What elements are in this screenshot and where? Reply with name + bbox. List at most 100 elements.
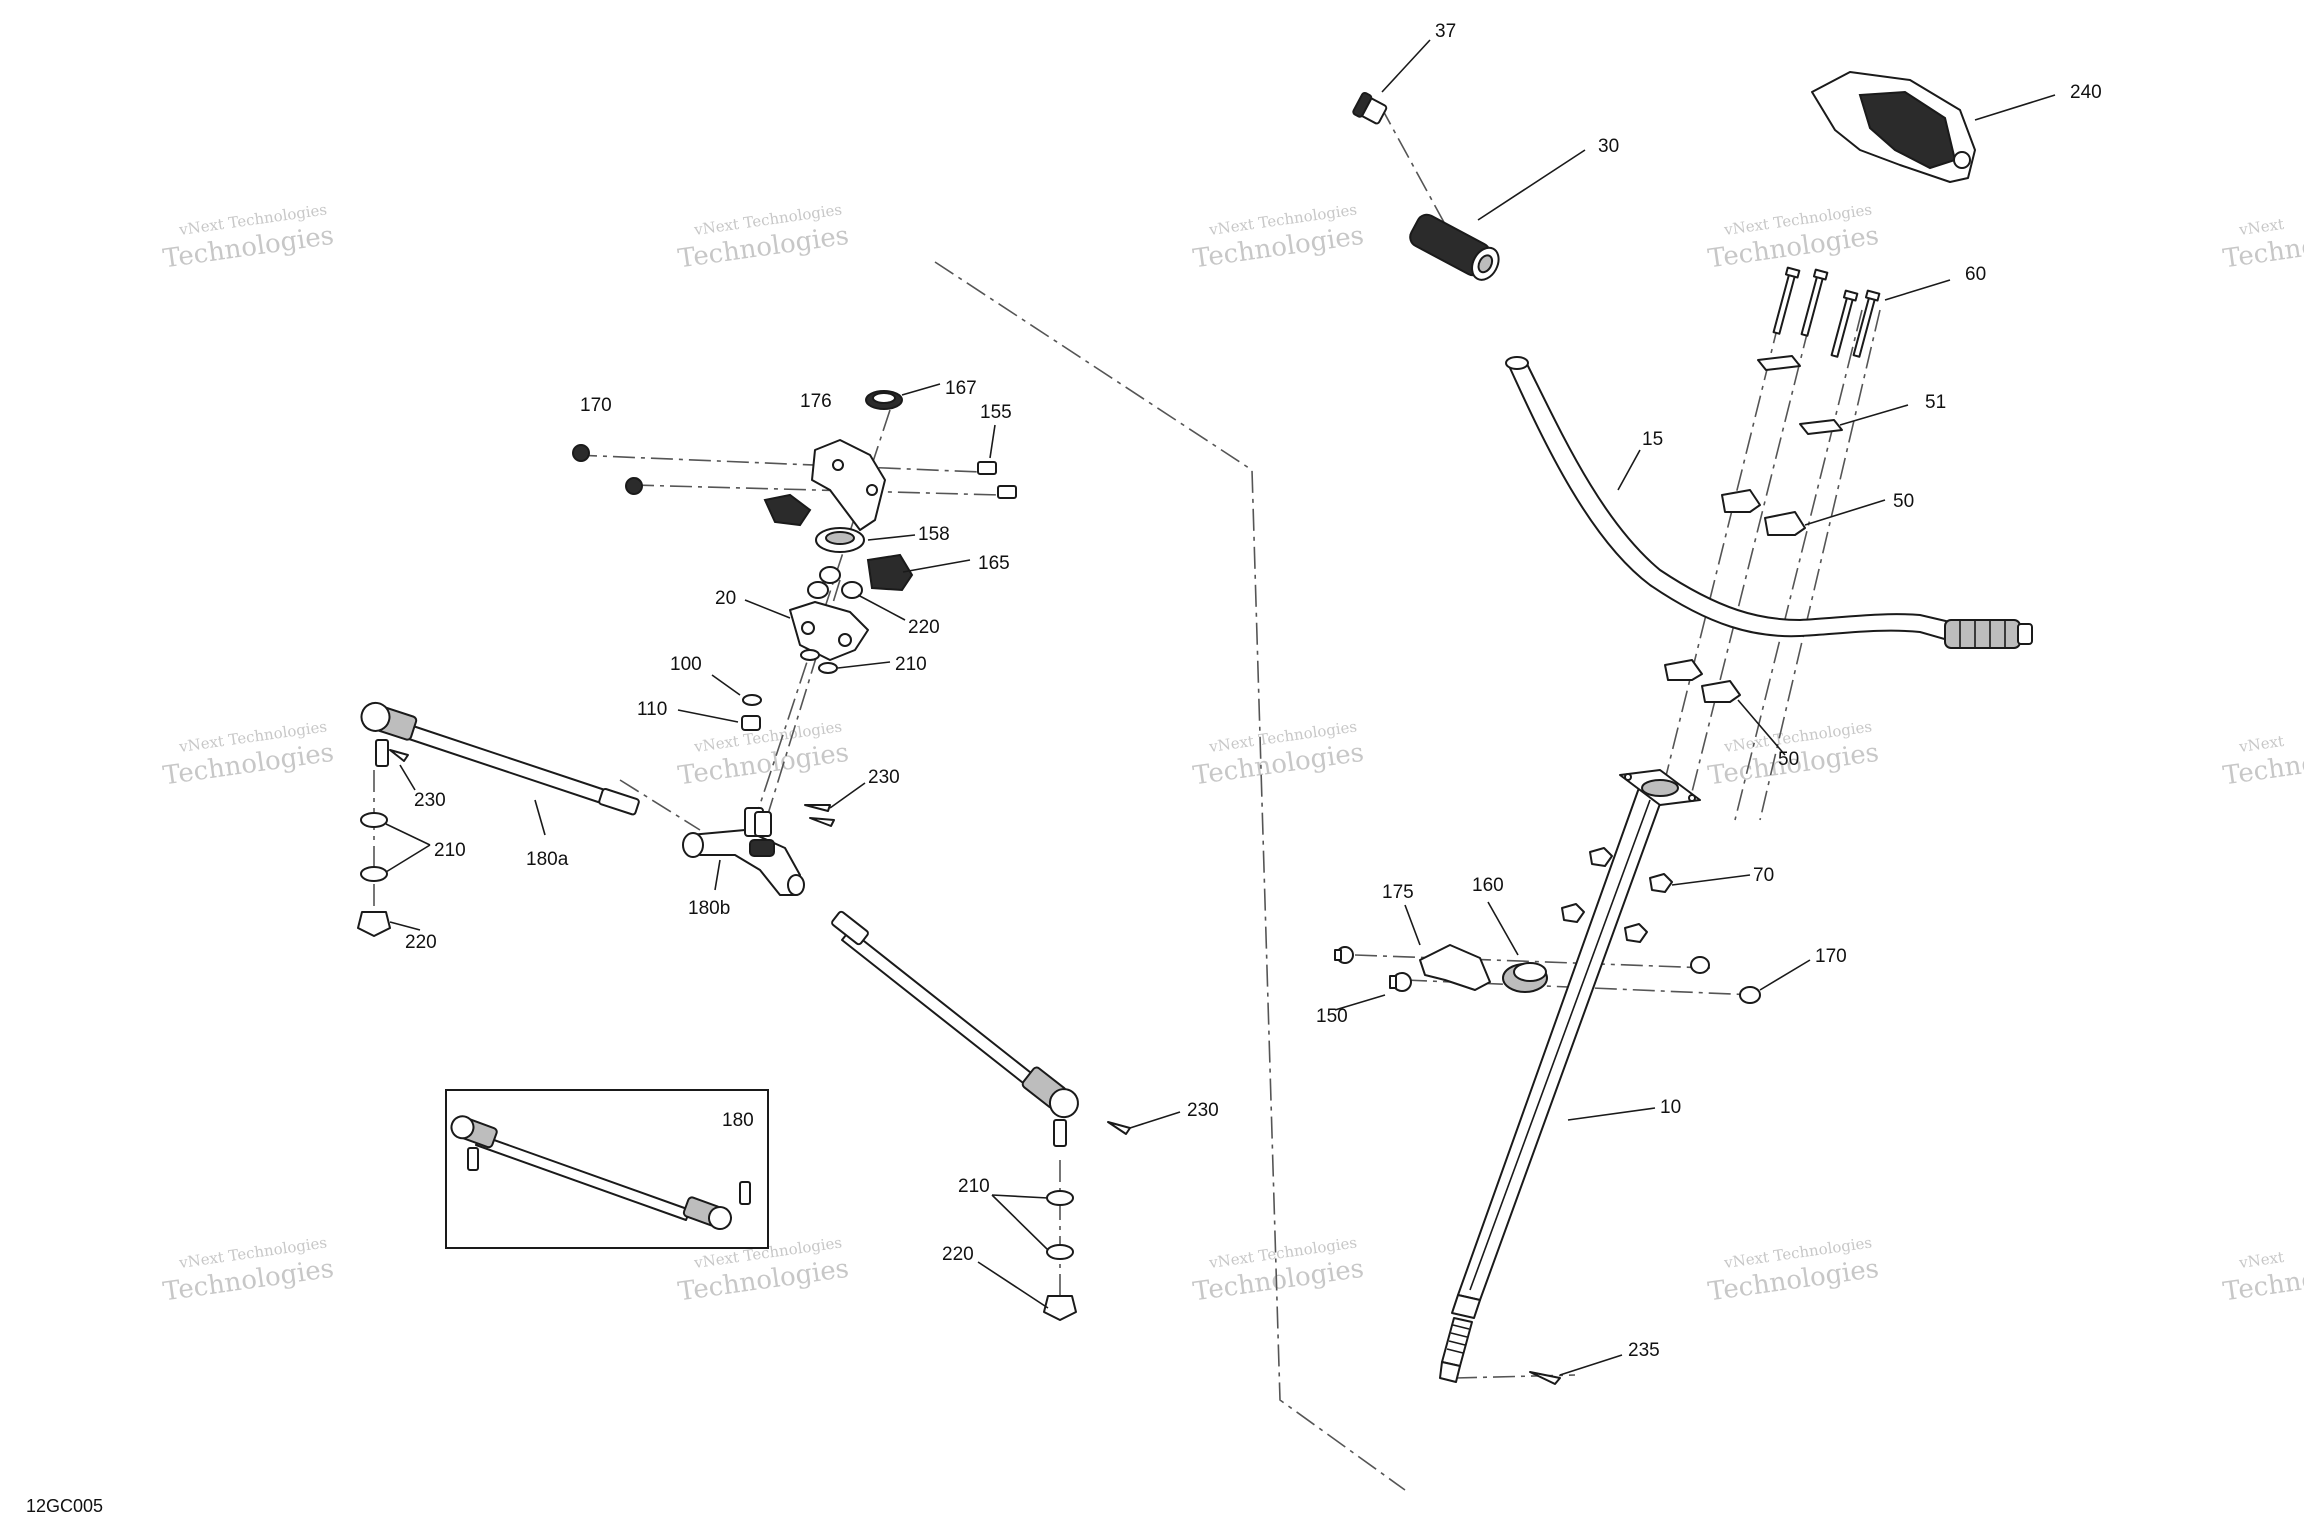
- callout-labels: 37 30 240 60 51 15 50 50 70 175 160 170 …: [405, 21, 2102, 1361]
- assembly-boundary-line: [934, 261, 1406, 1491]
- watermark-text: vNext: [2237, 1248, 2285, 1272]
- bearing: [815, 527, 865, 553]
- watermark: vNext Technologies Technologies: [161, 717, 336, 791]
- callout-label: 180a: [526, 849, 569, 870]
- steering-column: [1439, 769, 1701, 1383]
- column-top-flange: [1619, 769, 1701, 806]
- nut: [357, 911, 391, 937]
- callout-label: 170: [1815, 946, 1847, 967]
- arm-washers: [800, 649, 838, 674]
- tie-rod-right: [831, 910, 1079, 1147]
- callout-label: 30: [1598, 136, 1619, 157]
- watermark: vNext Technologies Technologies: [1706, 1233, 1881, 1307]
- callout-label: 155: [980, 402, 1012, 423]
- watermark: vNext Technologies Technologies: [1706, 200, 1881, 274]
- callout-label: 60: [1965, 264, 1986, 285]
- watermark-text: vNext: [2237, 732, 2285, 756]
- watermark: vNext Technologies Technologies: [161, 1233, 336, 1307]
- callout-label: 15: [1642, 429, 1663, 450]
- left-grip: [1409, 213, 1500, 281]
- bearing-support: [811, 439, 886, 531]
- watermark: vNext Technologies: [2221, 1248, 2304, 1308]
- callout-label: 167: [945, 378, 977, 399]
- cotter-pin: [1529, 1371, 1561, 1385]
- callout-label: 110: [637, 699, 667, 720]
- seal-inner: [872, 392, 896, 404]
- nut: [741, 715, 761, 731]
- callout-label: 230: [414, 790, 446, 811]
- callout-label: 180: [722, 1110, 754, 1131]
- handlebar: [1505, 356, 1951, 641]
- washer: [742, 694, 762, 706]
- cotter-pin: [804, 804, 831, 812]
- watermark: vNext Technologies Technologies: [676, 200, 851, 274]
- tie-rod-left: [360, 701, 640, 816]
- callout-label: 50: [1778, 749, 1799, 770]
- callout-label: 51: [1925, 392, 1946, 413]
- callout-label: 158: [918, 524, 950, 545]
- callout-label: 176: [800, 391, 832, 412]
- tie-rod-assembly-inset: [445, 1089, 769, 1249]
- callout-label: 70: [1753, 865, 1774, 886]
- column-spline: [1439, 1317, 1473, 1383]
- callout-label: 100: [670, 654, 702, 675]
- support-clamp: [763, 493, 812, 527]
- callout-label: 10: [1660, 1097, 1681, 1118]
- nut: [1043, 1295, 1077, 1321]
- washer: [360, 812, 388, 828]
- callout-label: 37: [1435, 21, 1456, 42]
- callout-label: 150: [1316, 1006, 1348, 1027]
- callout-label: 230: [868, 767, 900, 788]
- bar-end-plug: [1352, 91, 1388, 125]
- leader-lines: [385, 39, 2056, 1376]
- column-bushing: [1502, 962, 1548, 993]
- callout-label: 170: [580, 395, 612, 416]
- callout-label: 235: [1628, 1340, 1660, 1361]
- support-bolts: [977, 461, 1017, 499]
- callout-label: 180b: [688, 898, 730, 919]
- washer: [1046, 1190, 1074, 1206]
- support-nuts: [572, 444, 643, 495]
- watermark-text: vNext: [2237, 215, 2285, 239]
- column-bracket: [1334, 944, 1491, 992]
- drawing-code: 12GC005: [26, 1496, 103, 1516]
- watermark: vNext Technologies Technologies: [1191, 717, 1366, 791]
- callout-label: 240: [2070, 82, 2102, 103]
- washer: [360, 866, 388, 882]
- callout-label: 50: [1893, 491, 1914, 512]
- callout-label: 160: [1472, 875, 1504, 896]
- watermark: vNext Technologies Technologies: [161, 200, 336, 274]
- callout-label: 175: [1382, 882, 1414, 903]
- callout-label: 220: [942, 1244, 974, 1265]
- callout-label: 20: [715, 588, 736, 609]
- cotter-pin: [809, 817, 835, 827]
- callout-label: 210: [434, 840, 466, 861]
- watermark: vNext Technologies Technologies: [1191, 1233, 1366, 1307]
- watermark: vNext Technologies Technologies: [676, 717, 851, 791]
- callout-label: 210: [895, 654, 927, 675]
- right-grip: [1944, 619, 2033, 649]
- cotter-pin: [1107, 1121, 1131, 1135]
- upper-clamps: [1721, 489, 1806, 536]
- callout-label: 220: [908, 617, 940, 638]
- watermark: vNext Technologies: [2221, 732, 2304, 792]
- steering-arm: [789, 601, 869, 661]
- lower-clamps: [1664, 659, 1741, 703]
- callout-label: 230: [1187, 1100, 1219, 1121]
- callout-label: 220: [405, 932, 437, 953]
- callout-label: 165: [978, 553, 1010, 574]
- bracket-nuts: [1690, 956, 1761, 1004]
- riser-plates: [1757, 355, 1843, 435]
- cotter-pin: [389, 749, 409, 762]
- callout-label: 210: [958, 1176, 990, 1197]
- pivot-spacers: [807, 566, 863, 599]
- center-joint: [682, 807, 805, 896]
- watermark: vNext Technologies: [2221, 215, 2304, 275]
- washer: [1046, 1244, 1074, 1260]
- watermark: vNext Technologies Technologies: [1191, 200, 1366, 274]
- pivot-bushing: [866, 553, 914, 592]
- column-nuts: [1561, 847, 1673, 943]
- handlebar-cover: [1811, 71, 1976, 183]
